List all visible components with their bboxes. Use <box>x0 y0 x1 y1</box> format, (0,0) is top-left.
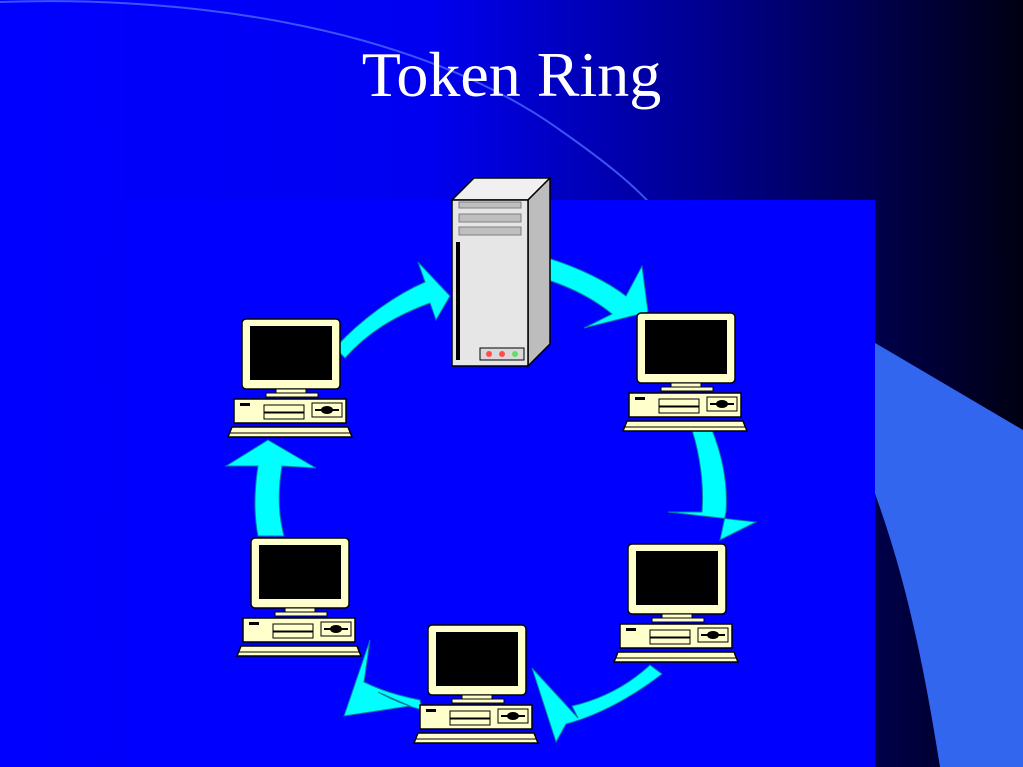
workstation-right-lower <box>613 543 739 663</box>
decorative-swoosh-line <box>0 0 661 216</box>
ring-arrows <box>224 257 758 744</box>
server-node <box>450 176 552 368</box>
server-led-red-1 <box>486 351 492 357</box>
server-led-green <box>512 351 518 357</box>
workstation-right-upper <box>622 312 748 432</box>
workstation-left-upper <box>227 318 353 438</box>
arrow-right-lower-to-bottom <box>531 664 663 744</box>
workstation-bottom <box>413 624 539 744</box>
arrow-bottom-to-left-lower <box>343 639 423 717</box>
slide-title: Token Ring <box>361 39 662 110</box>
arrow-left-lower-to-left-upper <box>224 439 317 537</box>
arrow-server-to-right-upper <box>547 257 649 329</box>
server-led-red-2 <box>499 351 505 357</box>
workstation-left-lower <box>236 537 362 657</box>
decorative-wave-shape <box>870 340 1023 767</box>
arrow-left-upper-to-server <box>334 261 451 359</box>
arrow-right-upper-to-right-lower <box>667 429 758 541</box>
